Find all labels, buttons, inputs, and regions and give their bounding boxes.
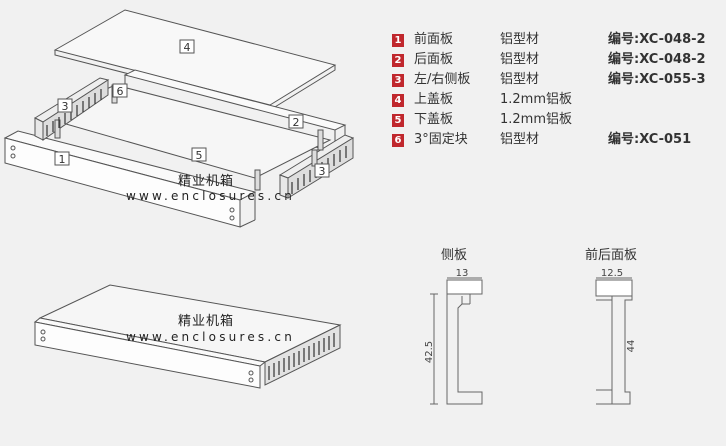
watermark-cn-bottom: 精业机箱: [178, 314, 235, 329]
part-material: 铝型材: [500, 72, 540, 87]
part-row: 3 左/右侧板 铝型材 编号:XC-055-3: [392, 70, 722, 90]
part-name: 前面板: [414, 32, 454, 47]
side-profile-drawing: [430, 277, 483, 405]
label-rear-panel: 2: [293, 116, 300, 129]
label-front-panel: 1: [59, 153, 66, 166]
front-rear-profile-drawing: [595, 277, 633, 405]
part-code: 编号:XC-055-3: [608, 72, 706, 87]
part-code: 编号:XC-051: [608, 132, 692, 147]
part-material: 铝型材: [500, 52, 540, 67]
part-name: 上盖板: [414, 92, 454, 107]
part-code: 编号:XC-048-2: [608, 52, 706, 67]
part-number-badge: 2: [392, 54, 404, 67]
side-width-dim: 13: [456, 268, 469, 279]
part-number-badge: 4: [392, 94, 404, 107]
part-row: 2 后面板 铝型材 编号:XC-048-2: [392, 50, 722, 70]
part-number-badge: 1: [392, 34, 404, 47]
side-profile-title: 侧板: [441, 248, 468, 263]
part-material: 1.2mm铝板: [500, 112, 573, 127]
watermark-url-top: www.enclosures.cn: [126, 189, 295, 203]
label-right-side: 3: [319, 165, 326, 178]
part-number-badge: 5: [392, 114, 404, 127]
assembled-enclosure: [33, 284, 342, 389]
front-rear-profile-title: 前后面板: [585, 248, 638, 263]
part-row: 5 下盖板 1.2mm铝板: [392, 110, 722, 130]
side-height-dim: 42.5: [424, 341, 435, 363]
part-row: 6 3°固定块 铝型材 编号:XC-051: [392, 130, 722, 150]
label-top-cover: 4: [184, 41, 191, 54]
part-number-badge: 3: [392, 74, 404, 87]
watermark-cn-top: 精业机箱: [178, 174, 235, 189]
part-number-badge: 6: [392, 134, 404, 147]
front-rear-width-dim: 12.5: [601, 268, 623, 279]
watermark-url-bottom: www.enclosures.cn: [126, 330, 295, 344]
label-bottom-cover: 5: [196, 149, 203, 162]
part-name: 下盖板: [414, 112, 454, 127]
part-name: 左/右侧板: [414, 72, 471, 87]
part-code: 编号:XC-048-2: [608, 32, 706, 47]
part-row: 4 上盖板 1.2mm铝板: [392, 90, 722, 110]
part-row: 1 前面板 铝型材 编号:XC-048-2: [392, 30, 722, 50]
label-fixing-block: 6: [117, 85, 124, 98]
front-rear-height-dim: 44: [626, 340, 637, 353]
part-material: 铝型材: [500, 132, 540, 147]
part-name: 后面板: [414, 52, 454, 67]
part-material: 铝型材: [500, 32, 540, 47]
parts-list: 1 前面板 铝型材 编号:XC-048-2 2 后面板 铝型材 编号:XC-04…: [392, 30, 722, 150]
assembled-vent-slots: [268, 333, 335, 380]
label-left-side: 3: [62, 100, 69, 113]
part-material: 1.2mm铝板: [500, 92, 573, 107]
part-name: 3°固定块: [414, 132, 468, 147]
